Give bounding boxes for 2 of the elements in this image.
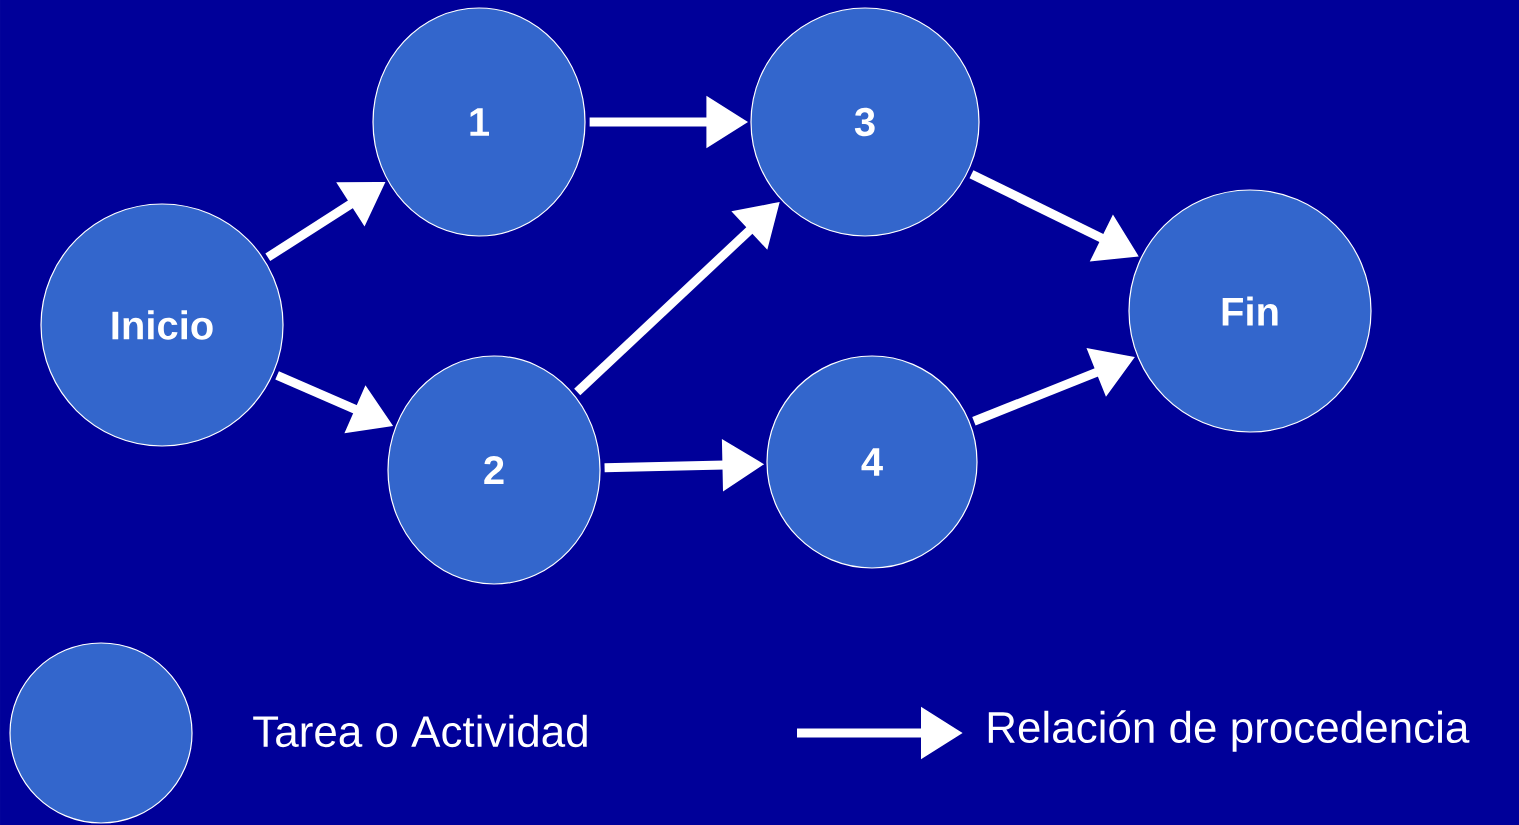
legend-label: Tarea o Actividad xyxy=(253,714,587,748)
legend-label: Relación de procedencia xyxy=(988,710,1470,752)
